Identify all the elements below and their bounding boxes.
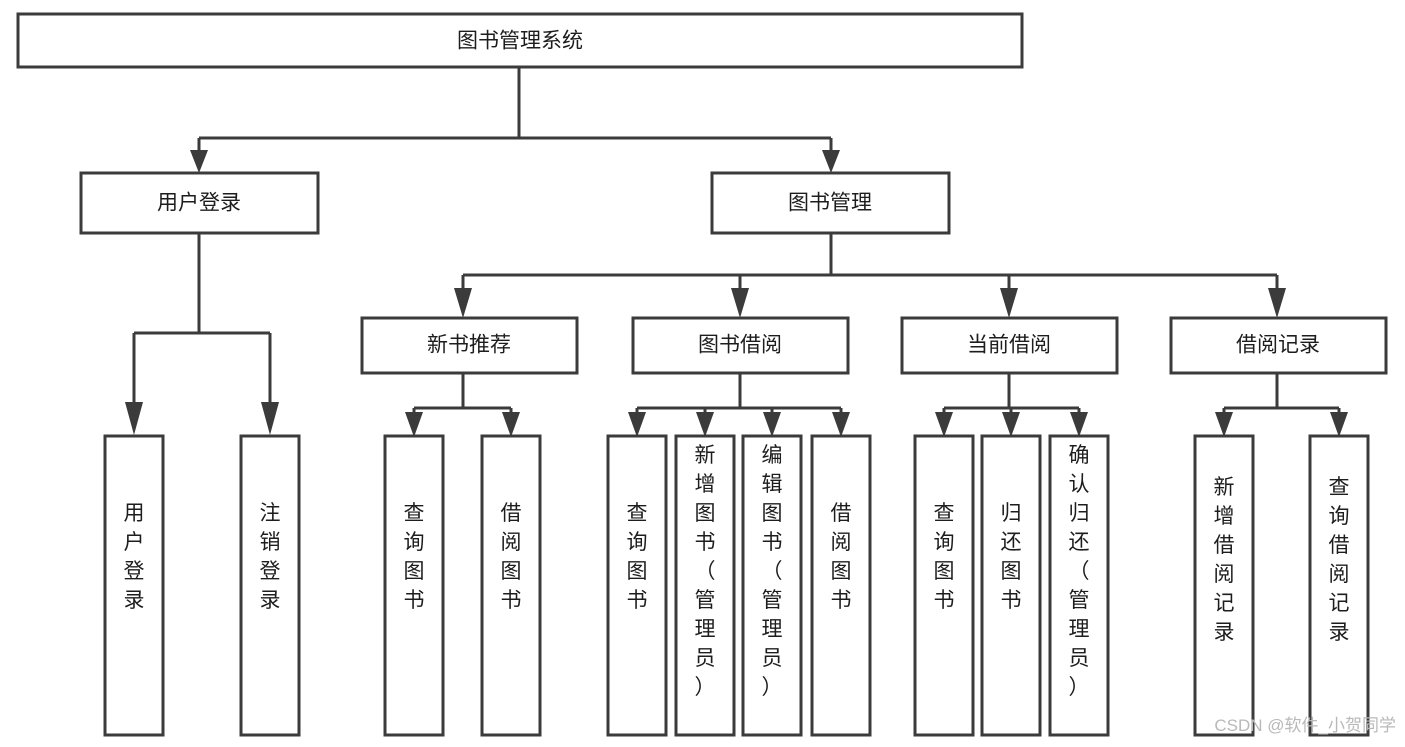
leaf-box[interactable] [913,434,975,737]
leaf-label: 查询图书 [934,502,955,612]
node-root[interactable]: 图书管理系统 [16,12,1024,69]
arrow-head-icon [190,150,208,173]
leaf-label: 借阅图书 [831,502,852,612]
arrow-head-icon [1000,288,1018,318]
arrow-head-icon [763,412,781,437]
leaf-box[interactable] [810,434,872,737]
node-book-manage-box[interactable] [710,171,951,235]
leaf-book-borrow-0[interactable]: 查询图书 [606,434,668,737]
arrow-head-icon [1215,412,1233,437]
node-borrow-record[interactable]: 借阅记录 [1169,316,1388,375]
arrow-head-icon [454,288,472,318]
leaf-borrow-record-0[interactable]: 新增借阅记录 [1193,434,1255,737]
node-new-book-recommend[interactable]: 新书推荐 [360,316,579,375]
arrow-head-icon [832,412,850,437]
leaf-box[interactable] [606,434,668,737]
arrow-head-icon [935,412,953,437]
leaf-box[interactable] [1048,434,1110,737]
arrow-head-icon [405,412,423,437]
leaf-current-borrow-2[interactable]: 确认归还（管理员） [1048,434,1110,737]
arrow-head-icon [502,412,520,437]
arrow-head-icon [1070,412,1088,437]
leaf-box[interactable] [980,434,1042,737]
leaf-box[interactable] [1308,434,1370,737]
leaf-label: 新增借阅记录 [1214,476,1235,644]
leaf-box[interactable] [383,434,445,737]
leaf-current-borrow-1[interactable]: 归还图书 [980,434,1042,737]
leaf-label: 归还图书 [1001,502,1022,612]
leaf-user-login-1[interactable]: 注销登录 [239,434,301,737]
node-user-login[interactable]: 用户登录 [79,171,320,235]
arrow-head-icon [1330,412,1348,437]
leaf-book-borrow-3[interactable]: 借阅图书 [810,434,872,737]
node-root-box[interactable] [16,12,1024,69]
leaf-label: 编辑图书（管理员） [762,444,783,699]
leaf-label: 查询借阅记录 [1329,476,1350,644]
nodes-layer: 图书管理系统 用户登录 图书管理 新书推荐 图书借阅 [16,12,1388,737]
node-current-borrow-box[interactable] [900,316,1119,375]
leaf-label: 注销登录 [260,502,281,612]
leaf-label: 查询图书 [627,502,648,612]
arrow-head-icon [125,402,143,435]
arrow-head-icon [628,412,646,437]
node-book-borrow-label: 图书借阅 [698,334,782,357]
arrow-head-icon [822,150,840,173]
arrow-head-icon [696,412,714,437]
leaf-box[interactable] [741,434,803,737]
node-current-borrow-label: 当前借阅 [967,334,1051,357]
leaf-current-borrow-0[interactable]: 查询图书 [913,434,975,737]
leaf-box[interactable] [103,434,165,737]
leaf-label: 查询图书 [404,502,425,612]
arrow-head-icon [261,402,279,435]
arrow-head-icon [1268,288,1286,318]
leaf-new-book-recommend-1[interactable]: 借阅图书 [480,434,542,737]
leaf-box[interactable] [674,434,736,737]
watermark-label: CSDN @软件_小贺同学 [1214,716,1396,735]
leaf-new-book-recommend-0[interactable]: 查询图书 [383,434,445,737]
arrow-head-icon [1002,412,1020,437]
leaf-label: 新增图书（管理员） [695,444,716,699]
node-user-login-box[interactable] [79,171,320,235]
leaf-box[interactable] [239,434,301,737]
node-new-book-recommend-label: 新书推荐 [427,334,511,357]
node-borrow-record-label: 借阅记录 [1236,334,1320,357]
leaf-label: 用户登录 [124,502,145,612]
node-root-label: 图书管理系统 [457,30,583,53]
node-new-book-recommend-box[interactable] [360,316,579,375]
leaf-box[interactable] [480,434,542,737]
node-book-borrow[interactable]: 图书借阅 [631,316,850,375]
node-book-borrow-box[interactable] [631,316,850,375]
arrow-head-icon [731,288,749,318]
leaf-book-borrow-1[interactable]: 新增图书（管理员） [674,434,736,737]
node-user-login-label: 用户登录 [157,192,241,215]
leaf-box[interactable] [1193,434,1255,737]
edges-layer [125,67,1348,437]
leaf-label: 借阅图书 [501,502,522,612]
leaf-book-borrow-2[interactable]: 编辑图书（管理员） [741,434,803,737]
node-borrow-record-box[interactable] [1169,316,1388,375]
leaf-user-login-0[interactable]: 用户登录 [103,434,165,737]
leaf-label: 确认归还（管理员） [1069,444,1090,699]
node-book-manage[interactable]: 图书管理 [710,171,951,235]
node-book-manage-label: 图书管理 [788,192,872,215]
leaf-borrow-record-1[interactable]: 查询借阅记录 [1308,434,1370,737]
node-current-borrow[interactable]: 当前借阅 [900,316,1119,375]
